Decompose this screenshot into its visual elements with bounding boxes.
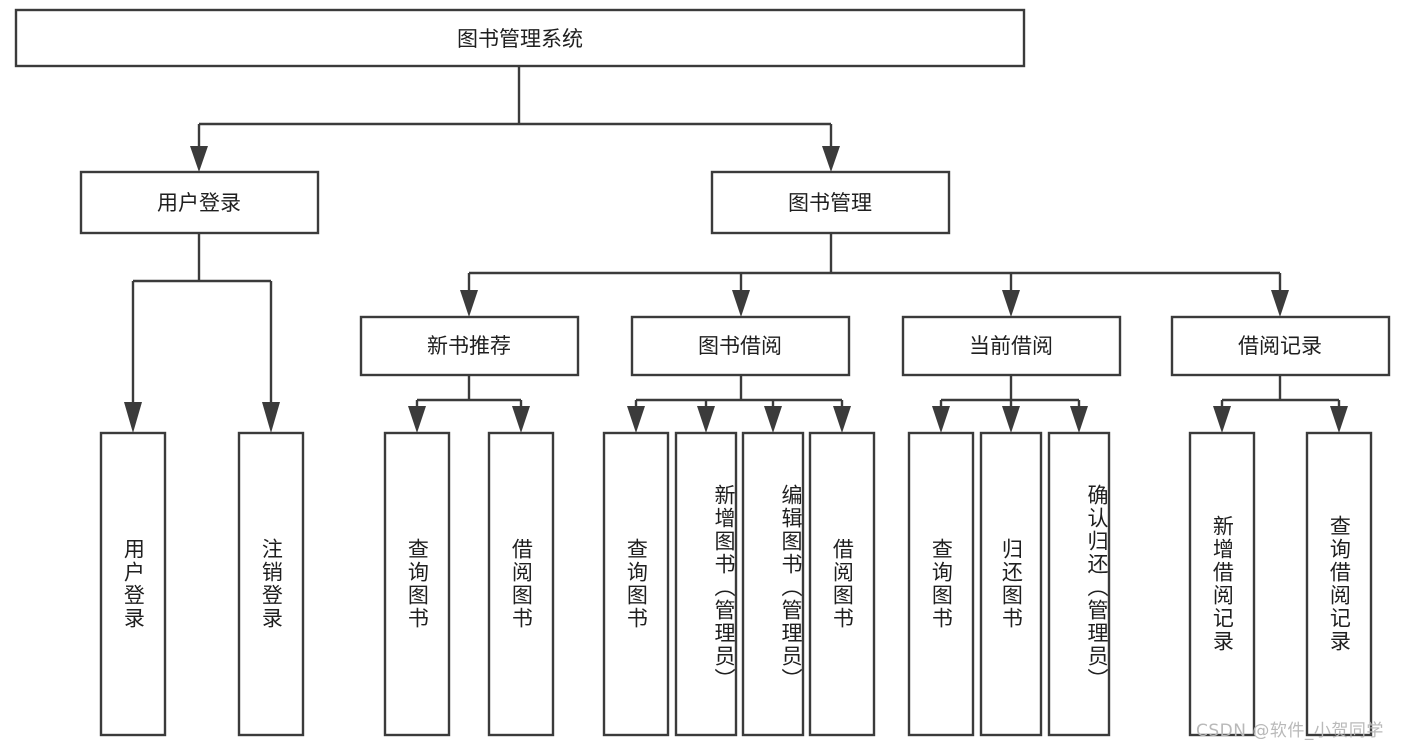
arrow-head-icon — [732, 290, 750, 317]
arrow-head-icon — [1330, 406, 1348, 433]
connector-root-to-level2 — [190, 66, 840, 172]
arrow-head-icon — [262, 402, 280, 433]
node-borrow-record-label: 借阅记录 — [1238, 334, 1322, 358]
node-book-manage-label: 图书管理 — [788, 191, 872, 215]
node-root-box[interactable] — [14, 8, 1026, 68]
arrow-head-icon — [1213, 406, 1231, 433]
connector-bookmanage-to-level3 — [460, 233, 1289, 317]
node-new-book-rec-label: 新书推荐 — [427, 334, 511, 358]
node-new-book-rec-box[interactable] — [359, 315, 580, 377]
arrow-head-icon — [627, 406, 645, 433]
node-current-borrow[interactable]: 当前借阅 — [901, 315, 1122, 377]
arrow-head-icon — [1070, 406, 1088, 433]
connector-bookborrow-to-leaves — [627, 375, 851, 433]
leaf-box-user-login[interactable] — [99, 431, 167, 737]
leaf-box-confirm-return[interactable] — [1047, 431, 1111, 737]
leaf-box-query-book-2[interactable] — [602, 431, 670, 737]
node-borrow-record[interactable]: 借阅记录 — [1170, 315, 1391, 377]
node-book-borrow[interactable]: 图书借阅 — [630, 315, 851, 377]
arrow-head-icon — [1002, 406, 1020, 433]
connector-userlogin-to-leaves — [124, 233, 280, 433]
node-book-manage[interactable]: 图书管理 — [710, 170, 951, 235]
arrow-head-icon — [697, 406, 715, 433]
leaf-box-add-book[interactable] — [674, 431, 738, 737]
leaf-box-logout[interactable] — [237, 431, 305, 737]
arrow-head-icon — [512, 406, 530, 433]
leaf-box-borrow-book-2[interactable] — [808, 431, 876, 737]
leaf-box-borrow-book-1[interactable] — [487, 431, 555, 737]
node-current-borrow-box[interactable] — [901, 315, 1122, 377]
arrow-head-icon — [408, 406, 426, 433]
node-new-book-rec[interactable]: 新书推荐 — [359, 315, 580, 377]
node-user-login-label: 用户登录 — [157, 191, 241, 215]
arrow-head-icon — [1002, 290, 1020, 317]
node-root[interactable]: 图书管理系统 — [14, 8, 1026, 68]
arrow-head-icon — [460, 290, 478, 317]
node-book-borrow-label: 图书借阅 — [698, 334, 782, 358]
arrow-head-icon — [190, 146, 208, 172]
arrow-head-icon — [932, 406, 950, 433]
leaf-box-query-book-3[interactable] — [907, 431, 975, 737]
arrow-head-icon — [124, 402, 142, 433]
leaf-box-add-record[interactable] — [1188, 431, 1256, 737]
node-book-manage-box[interactable] — [710, 170, 951, 235]
leaf-box-query-book-1[interactable] — [383, 431, 451, 737]
arrow-head-icon — [833, 406, 851, 433]
leaf-box-return-book[interactable] — [979, 431, 1043, 737]
arrow-head-icon — [1271, 290, 1289, 317]
connector-currentborrow-to-leaves — [932, 375, 1088, 433]
node-user-login-box[interactable] — [79, 170, 320, 235]
node-book-borrow-box[interactable] — [630, 315, 851, 377]
arrow-head-icon — [822, 146, 840, 172]
connector-borrowrecord-to-leaves — [1213, 375, 1348, 433]
node-user-login[interactable]: 用户登录 — [79, 170, 320, 235]
leaf-box-query-record[interactable] — [1305, 431, 1373, 737]
arrow-head-icon — [764, 406, 782, 433]
node-current-borrow-label: 当前借阅 — [969, 334, 1053, 358]
csdn-watermark: CSDN @软件_小贺同学 — [1196, 721, 1384, 741]
leaf-box-edit-book[interactable] — [741, 431, 805, 737]
node-root-label: 图书管理系统 — [457, 27, 583, 51]
connector-newbook-to-leaves — [408, 375, 530, 433]
node-borrow-record-box[interactable] — [1170, 315, 1391, 377]
